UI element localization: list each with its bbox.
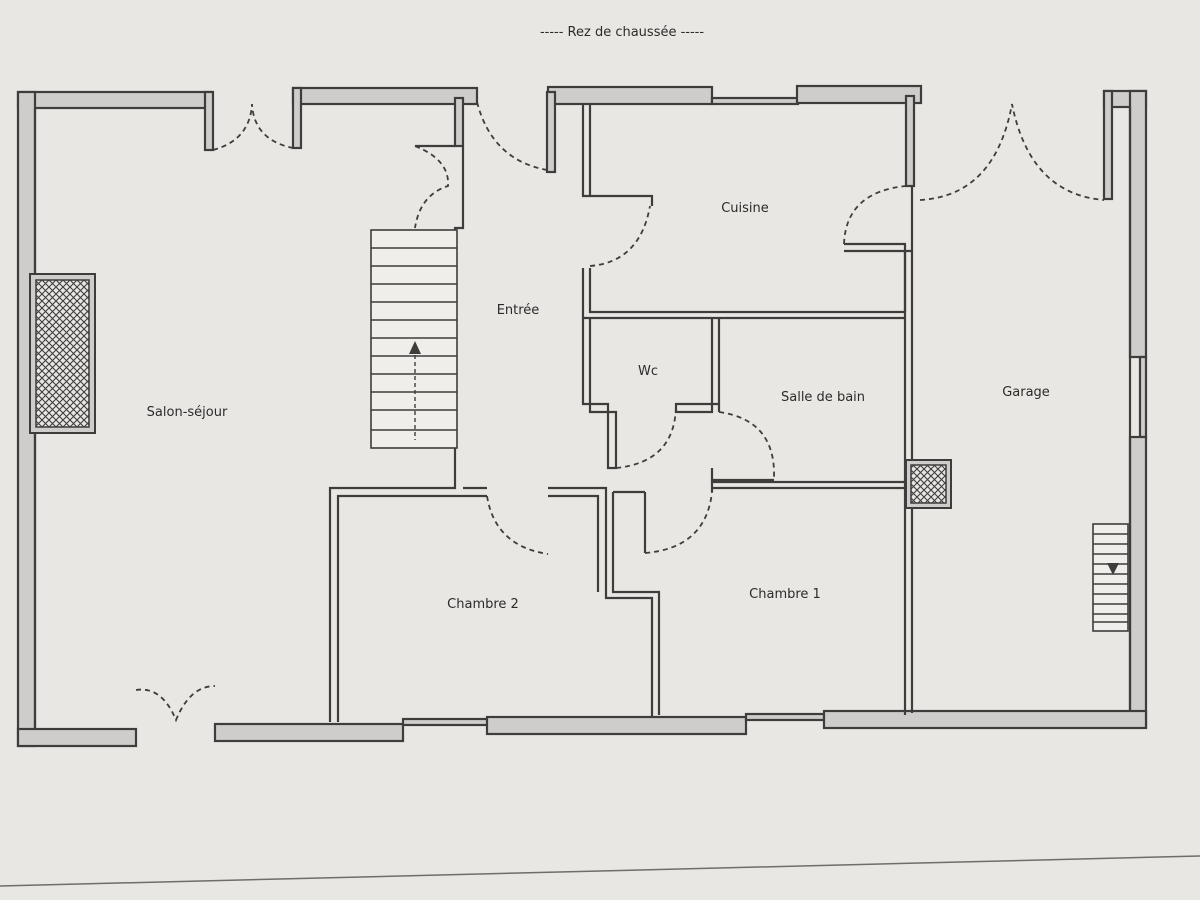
room-label-garage: Garage [1002, 385, 1050, 400]
room-label-chambre-2: Chambre 2 [447, 597, 519, 612]
room-label-entree: Entrée [497, 303, 540, 318]
room-label-bain: Salle de bain [781, 390, 865, 405]
main-staircase [370, 229, 458, 449]
room-label-chambre-1: Chambre 1 [749, 587, 821, 602]
room-label-wc: Wc [638, 364, 658, 379]
room-label-salon: Salon-séjour [147, 405, 228, 420]
stair-up-arrow-icon [409, 341, 421, 354]
chimney-blocks [29, 273, 952, 509]
page-edge [0, 855, 1200, 887]
garage-staircase [1092, 523, 1129, 632]
stair-down-arrow-icon [1107, 563, 1119, 575]
room-labels: Salon-séjour Entrée Cuisine Wc Salle de … [147, 201, 1050, 612]
room-label-cuisine: Cuisine [721, 201, 769, 216]
plan-title: ----- Rez de chaussée ----- [540, 25, 704, 40]
exterior-walls [16, 84, 1148, 748]
door-swings [135, 101, 1105, 723]
